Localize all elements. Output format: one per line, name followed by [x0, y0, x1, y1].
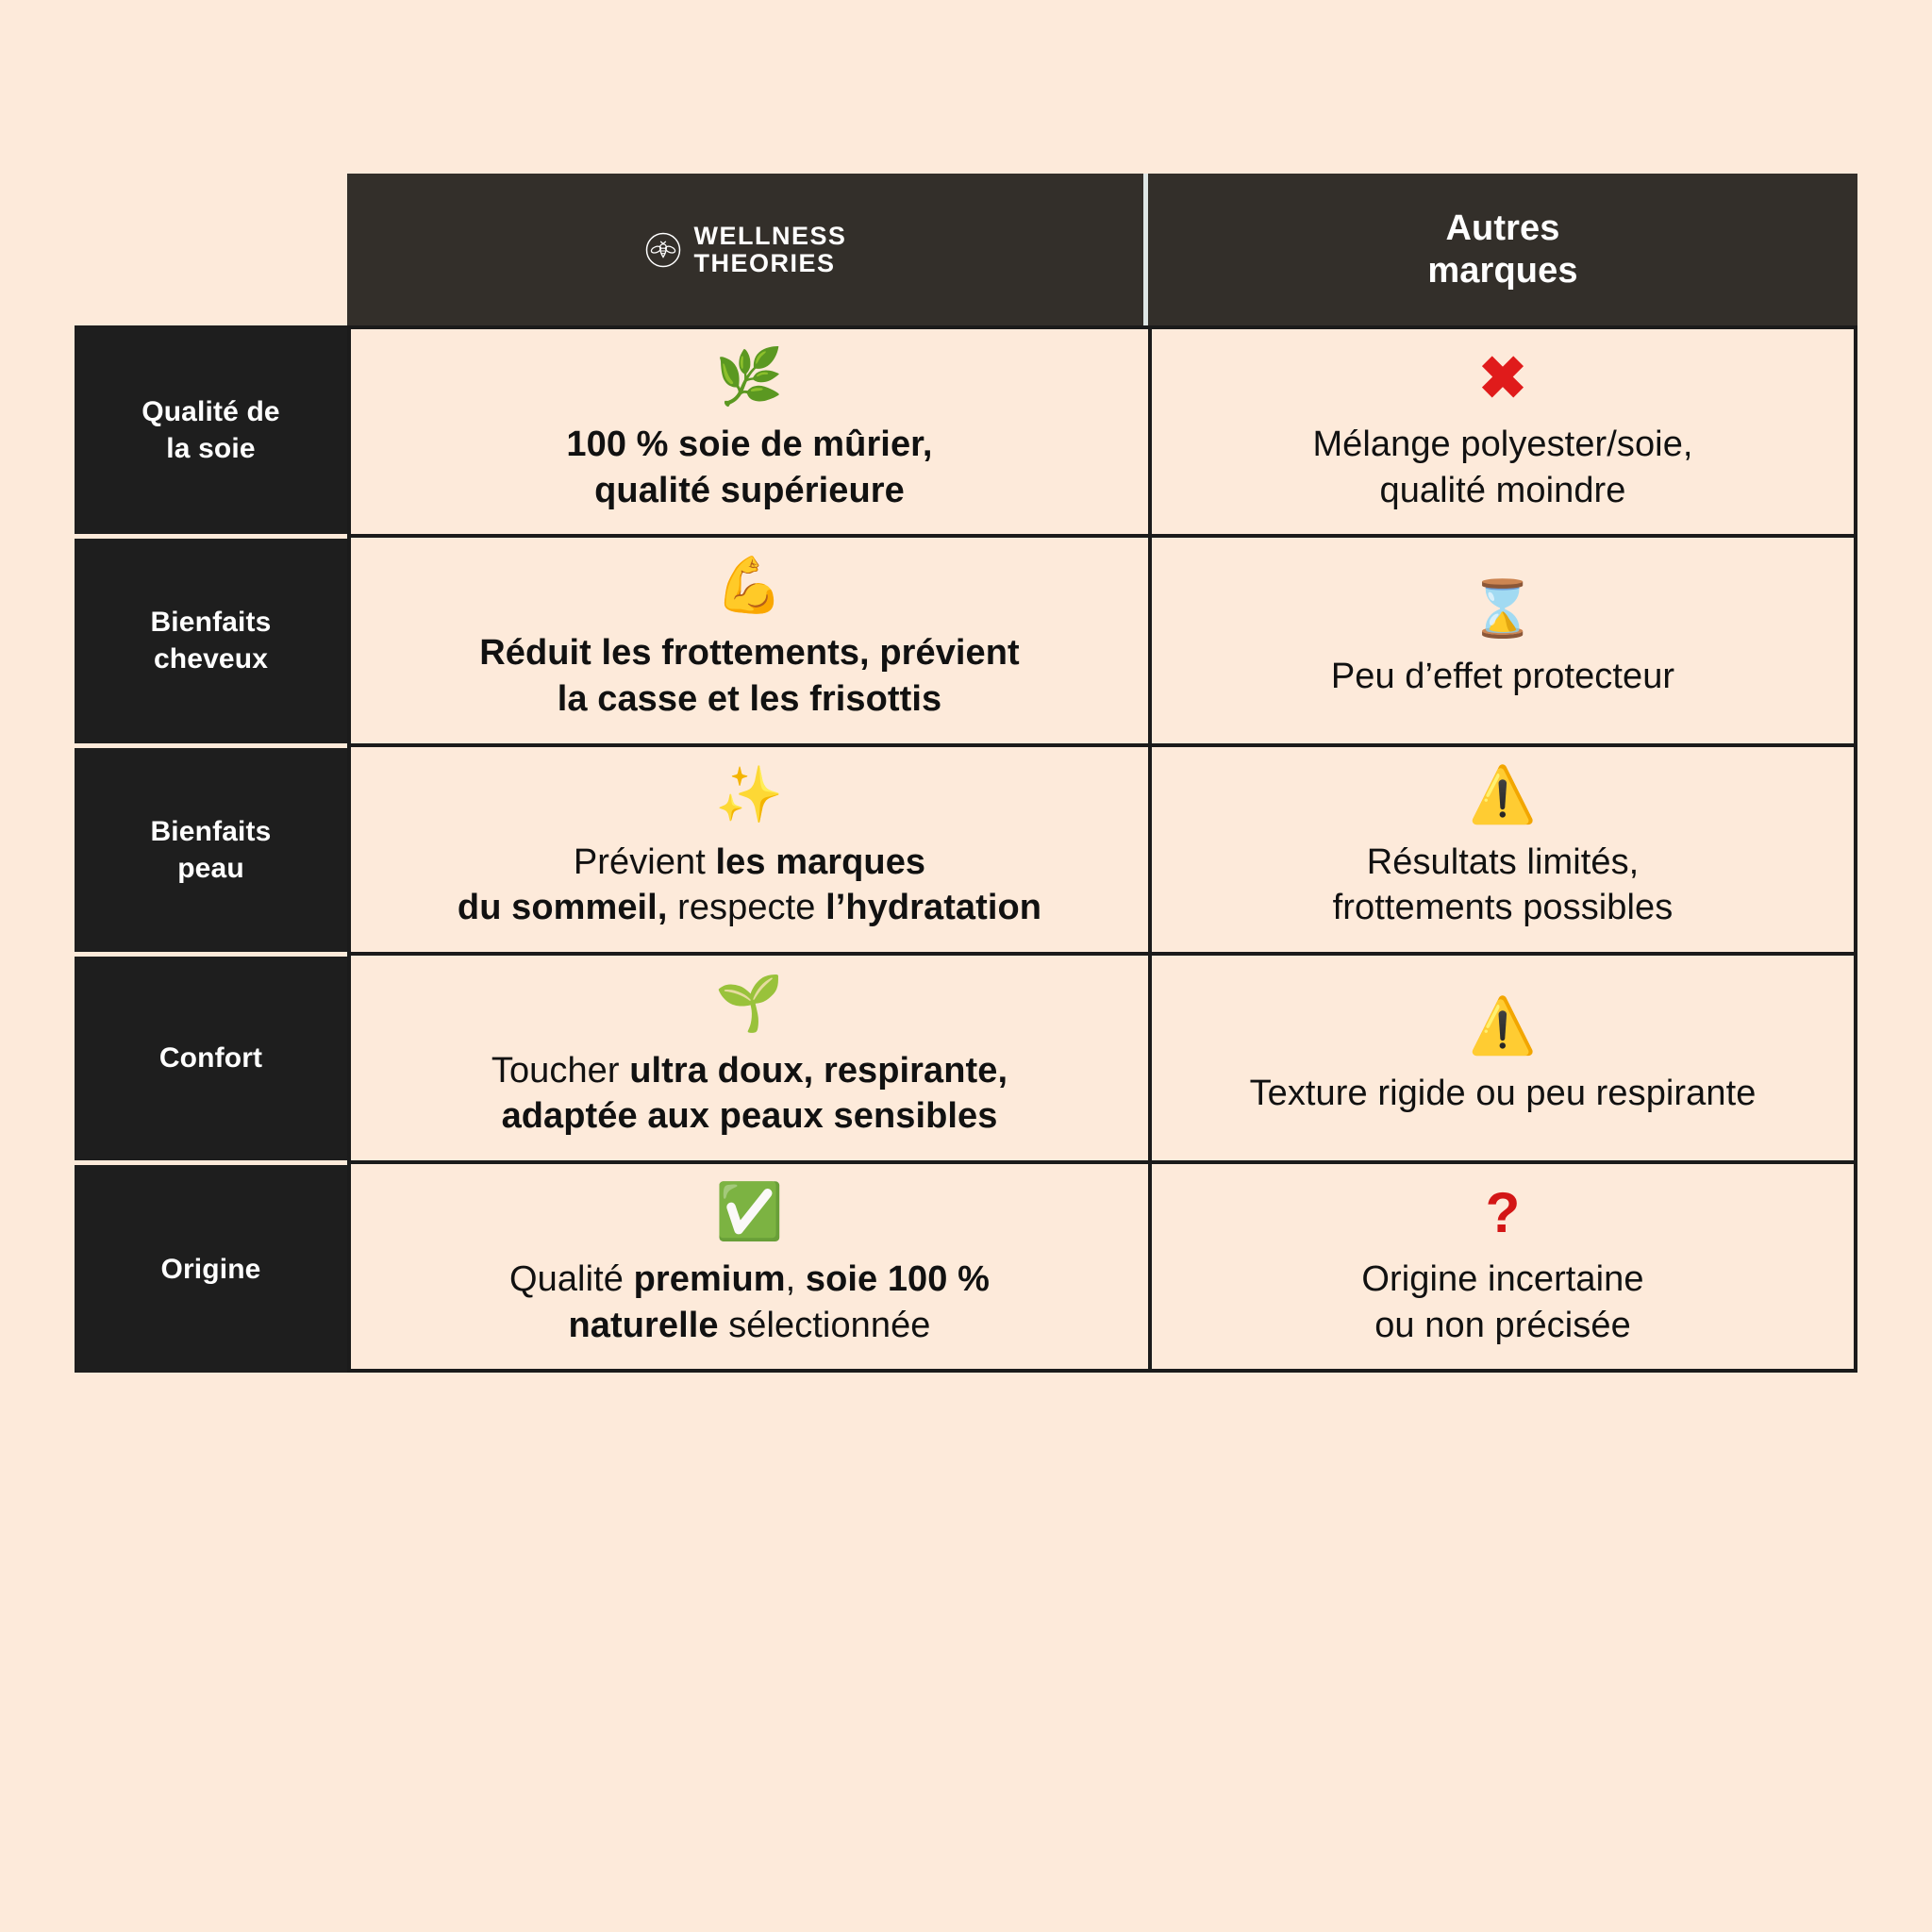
- others-value-cell: ⌛ Peu d’effet protecteur: [1148, 534, 1857, 743]
- header-brand-cell: WELLNESS THEORIES: [347, 174, 1148, 325]
- brand-wordmark: WELLNESS THEORIES: [693, 221, 847, 277]
- sparkles-emoji-icon: ✨: [715, 763, 784, 825]
- table-body: Qualité de la soie 🌿 100 % soie de mûrie…: [75, 325, 1857, 1374]
- brand-logo-lockup: WELLNESS THEORIES: [347, 221, 1143, 277]
- brand-value-text: Réduit les frottements, prévient la cass…: [479, 633, 1020, 719]
- hourglass-emoji-icon: ⌛: [1468, 577, 1538, 640]
- brand-value-cell: 💪 Réduit les frottements, prévient la ca…: [347, 534, 1148, 743]
- cross-mark-icon: ✖: [1478, 346, 1527, 411]
- bee-in-circle-icon: [645, 232, 680, 267]
- flexed-biceps-emoji-icon: 💪: [715, 555, 784, 617]
- others-value-cell: ? Origine incertaine ou non précisée: [1148, 1160, 1857, 1374]
- brand-value-text: 100 % soie de mûrier, qualité supérieure: [566, 425, 933, 510]
- criteria-label: Bienfaits peau: [75, 742, 347, 952]
- brand-value-text: Qualité premium, soie 100 %naturelle sél…: [509, 1259, 990, 1345]
- header-others-cell: Autres marques: [1148, 174, 1857, 325]
- header-spacer-cell: [75, 174, 347, 325]
- others-value-text: Peu d’effet protecteur: [1330, 656, 1675, 696]
- others-value-text: Texture rigide ou peu respirante: [1249, 1074, 1757, 1114]
- brand-value-text: Toucher ultra doux, respirante,adaptée a…: [491, 1050, 1008, 1137]
- seedling-emoji-icon: 🌱: [715, 972, 784, 1034]
- herb-emoji-icon: 🌿: [715, 346, 784, 408]
- others-value-cell: ⚠️ Texture rigide ou peu respirante: [1148, 951, 1857, 1160]
- criteria-label: Confort: [75, 951, 347, 1160]
- others-value-text: Origine incertaine ou non précisée: [1361, 1259, 1644, 1345]
- table-row: Confort 🌱 Toucher ultra doux, respirante…: [75, 951, 1857, 1160]
- table-row: Bienfaits cheveux 💪 Réduit les frottemen…: [75, 534, 1857, 743]
- header-others-label: Autres marques: [1427, 208, 1578, 291]
- comparison-table: WELLNESS THEORIES Autres marques Qualité…: [75, 174, 1857, 1374]
- brand-value-cell: 🌿 100 % soie de mûrier, qualité supérieu…: [347, 325, 1148, 535]
- brand-value-cell: ✅ Qualité premium, soie 100 %naturelle s…: [347, 1160, 1148, 1374]
- criteria-label: Origine: [75, 1160, 347, 1374]
- others-value-cell: ✖ Mélange polyester/soie, qualité moindr…: [1148, 325, 1857, 535]
- others-value-cell: ⚠️ Résultats limités, frottements possib…: [1148, 742, 1857, 952]
- others-value-text: Résultats limités, frottements possibles: [1332, 841, 1674, 928]
- brand-wordmark-line1: WELLNESS: [693, 221, 847, 250]
- header-row: WELLNESS THEORIES Autres marques: [75, 174, 1857, 325]
- table-header: WELLNESS THEORIES Autres marques: [75, 174, 1857, 325]
- others-value-text: Mélange polyester/soie, qualité moindre: [1312, 425, 1693, 510]
- red-question-mark-icon: ?: [1485, 1181, 1521, 1244]
- brand-value-cell: 🌱 Toucher ultra doux, respirante,adaptée…: [347, 951, 1148, 1160]
- criteria-label: Qualité de la soie: [75, 325, 347, 535]
- warning-sign-emoji-icon: ⚠️: [1468, 763, 1538, 825]
- table-row: Qualité de la soie 🌿 100 % soie de mûrie…: [75, 325, 1857, 535]
- white-check-mark-emoji-icon: ✅: [715, 1181, 784, 1242]
- criteria-label: Bienfaits cheveux: [75, 534, 347, 743]
- warning-sign-emoji-icon: ⚠️: [1468, 995, 1538, 1058]
- table-row: Origine ✅ Qualité premium, soie 100 %nat…: [75, 1160, 1857, 1374]
- brand-wordmark-line2: THEORIES: [693, 248, 836, 277]
